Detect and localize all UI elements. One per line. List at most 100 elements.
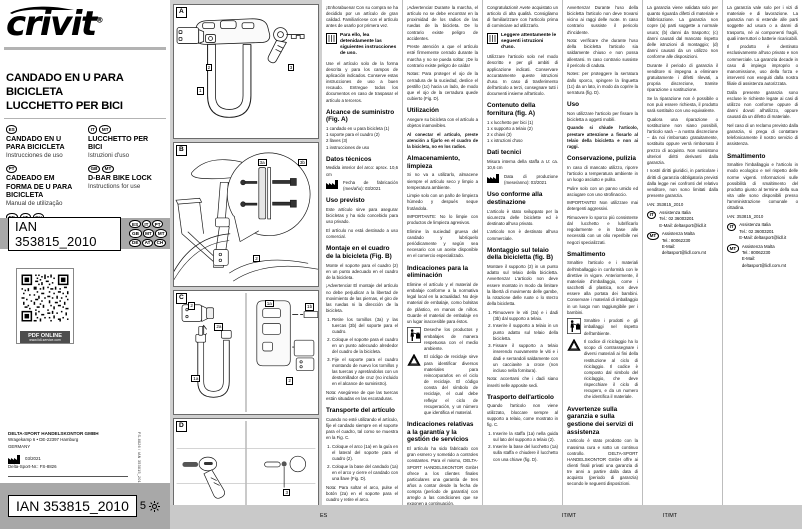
warning-paragraph: ¡Advertencia! El montaje del artículo no… (326, 283, 398, 314)
flag-badge: MT (727, 244, 739, 253)
ian-band-bottom: IAN 353815_2010 5 (0, 483, 170, 529)
figure-c-drawing (181, 292, 318, 413)
section-heading: Smaltimento (727, 152, 766, 160)
contact-email[interactable]: E-Mail: deltasport@lidl.com.mt (661, 244, 707, 256)
title-line-2: LUCCHETTO PER BICI (6, 99, 123, 112)
section-heading: Datos técnicos (326, 155, 372, 163)
emphasis-paragraph: Al conectar el artículo, preste atención… (407, 131, 478, 149)
paragraph: Non utilizzare l'articolo per fissare la… (567, 110, 638, 122)
figure-callout: 2a (214, 322, 224, 331)
paragraph: Nota: verificare che durante l'uso della… (567, 38, 638, 68)
paragraph: IMPORTANTE: No lo limpie con productos d… (407, 214, 478, 226)
page-number-block: 5 (140, 500, 160, 512)
figure-callout: 1b (305, 303, 315, 312)
figure-d-drawing (176, 420, 316, 506)
language-entry-gb: GB MT D-BAR BIKE LOCK Instructions for u… (88, 164, 164, 190)
ian-flag-group: ES IT PT GB MT MT DE AT CH (129, 220, 170, 247)
paragraph: Utilizzare l'articolo solo nel modo desc… (487, 54, 558, 97)
parts-list: 1 x lucchetto per bici (1) 1 x supporto … (487, 119, 534, 144)
contact-details: Assistenza Malta Tel.: 80062230 E-Mail: … (662, 231, 718, 256)
paragraph: Rimuovere lo sporco più consistente dal … (567, 214, 638, 245)
dispose-properly-row: Deseche los productos y embalajes de man… (407, 327, 478, 352)
figure-callout: 2 (253, 254, 260, 263)
language-entry-pt: PT CADEADO EM FORMA DE U PARA BICICLETA … (6, 164, 82, 207)
article-number: Delta-Sport-Nr.: FS-8826 (8, 463, 57, 469)
contact-details: Assistenza Malta Tel.: 80062230 E-Mail: … (742, 244, 798, 269)
contact-email[interactable]: E-Mail: deltasport@lidl.it (659, 222, 707, 228)
paragraph: I nostri diritti giuridici, in particola… (647, 168, 718, 199)
ian-number-bottom: IAN 353815_2010 (8, 495, 137, 517)
paragraph: Smaltire l'imballaggio e l'articolo in m… (727, 162, 798, 211)
recycle-triangle-icon (567, 339, 581, 351)
paragraph: Il prodotto è destinato esclusivamente a… (727, 44, 798, 87)
contact-email[interactable]: E-Mail: deltasport@lidl.com.mt (741, 256, 787, 268)
ordered-list: Coloque el arco (1a) en la guía en el la… (326, 444, 398, 482)
paragraph: Congratulazioni! Avete acquistato un art… (487, 5, 558, 29)
contact-phone: Tel.: 02 36003201 (739, 228, 774, 234)
flag-badge: PT (152, 220, 164, 229)
footer-language-it-2: IT/MT (663, 513, 678, 519)
language-subtitle: Instrucciones de uso (6, 151, 63, 159)
flag-badge: ES (6, 125, 18, 134)
flag-badge: PT (6, 164, 18, 174)
ordered-list: Rimuovere le viti (3a) e i dadi (3b) dal… (487, 310, 558, 375)
paragraph: Elimine la suciedad gruesa del candado y… (407, 228, 478, 259)
side-code-text: FS-8826 / IAN 353815_2010 (137, 432, 141, 486)
section-heading: Smaltimento (567, 250, 606, 258)
ian-number-top: IAN 353815_2010 (8, 216, 122, 251)
paragraph: L'articolo è stato prodotto con la massi… (567, 438, 638, 487)
paragraph: Si no va a utilizarlo, almacene siempre … (407, 172, 478, 190)
paragraph: Nota: Para soltar el arco, pulse el botó… (326, 484, 398, 502)
note-text: Para ello, lea detenidamente las siguien… (340, 32, 397, 57)
divider-under-title (4, 118, 166, 120)
cover-title: CANDADO EN U PARA BICICLETA LUCCHETTO PE… (0, 50, 170, 113)
flag-badge: DE (129, 238, 141, 247)
flag-group-es: ES (6, 125, 82, 134)
dispose-in-bin-icon (407, 327, 421, 344)
flag-badge: CH (153, 238, 166, 247)
ian-reference: IAN: 353815_2010 (727, 213, 764, 219)
language-subtitle: Manual de utilização (6, 199, 63, 207)
paragraph: El código de reciclaje sirve para identi… (424, 354, 478, 415)
figure-callout: 3 (287, 63, 295, 72)
paragraph: IMPORTANTE! Non utilizzare mai detergent… (567, 200, 638, 212)
section-heading: Uso conforme alla destinazione (487, 191, 543, 206)
list-item: Fije el soporte para el cuadro montando … (332, 357, 398, 388)
figure-callout: 3 (283, 488, 290, 497)
paragraph: Smaltire i prodotti e gli imballaggi nel… (584, 318, 638, 336)
section-heading: Montaje en el cuadro de la bicicleta (Fi… (326, 245, 392, 260)
paragraph: L'articolo è stato sviluppato per la sic… (487, 208, 558, 226)
column-it-4: La garanzia vale solo per i vizi di mate… (722, 0, 802, 529)
flag-badge: MT (647, 231, 659, 241)
flag-group-it: IT MT (88, 125, 164, 134)
note-text: Leggere attentamente le seguenti istruzi… (501, 32, 557, 51)
manufacture-date-text: Data di produzione (mese/anno): 03/2021 (504, 173, 558, 185)
paragraph: Notas: Para proteger el ojo de la cerrad… (407, 71, 478, 101)
flag-group-pt: PT (6, 164, 82, 174)
paragraph: Deseche los productos y embalajes de man… (424, 327, 478, 351)
flag-group-gb: GB MT (88, 164, 164, 174)
text-columns: ¡Enhorabuena! Con su compra se ha decidi… (322, 0, 802, 529)
contact-email[interactable]: E-Mail: deltasport@lidl.it (739, 235, 787, 241)
section-heading: Alcance de suministro (Fig. A) (326, 108, 395, 124)
ian-reference: IAN: 353815_2010 (647, 201, 684, 207)
paragraph: El artículo no está destinado a uso come… (326, 227, 398, 240)
ian-band-top: IAN 353815_2010 ES IT PT GB MT MT DE AT … (0, 216, 170, 251)
figure-callout: 2 (286, 377, 293, 385)
flag-badge: MT (142, 229, 155, 238)
language-title: CADEADO EM FORMA DE U PARA BICICLETA (6, 174, 72, 200)
qr-label-text: PDF ONLINE (28, 332, 62, 339)
flag-badge: GB (129, 229, 142, 238)
swoosh-icon (10, 6, 74, 14)
figure-callout: 1 (197, 87, 204, 96)
contact-details: Assistenza Italia Tel.: 02 36003201 E-Ma… (739, 222, 786, 241)
qr-code-block[interactable]: PDF ONLINE www.lidl-service.com (16, 268, 74, 344)
section-heading: Uso previsto (326, 197, 365, 205)
service-contact-it: IT Assistenza Italia Tel.: 02 36003201 E… (647, 210, 718, 229)
paragraph: Cuando no esté utilizando el artículo, f… (326, 416, 398, 441)
paragraph: Misura interna della staffa a U: ca. 10,… (487, 159, 558, 171)
paragraph: Il codice di riciclaggio ha lo scopo di … (584, 339, 638, 400)
section-heading: Transporte del artículo (326, 407, 395, 415)
figure-b-frame-mounting: B (173, 142, 319, 287)
language-subtitle: Instructions for use (88, 182, 141, 190)
